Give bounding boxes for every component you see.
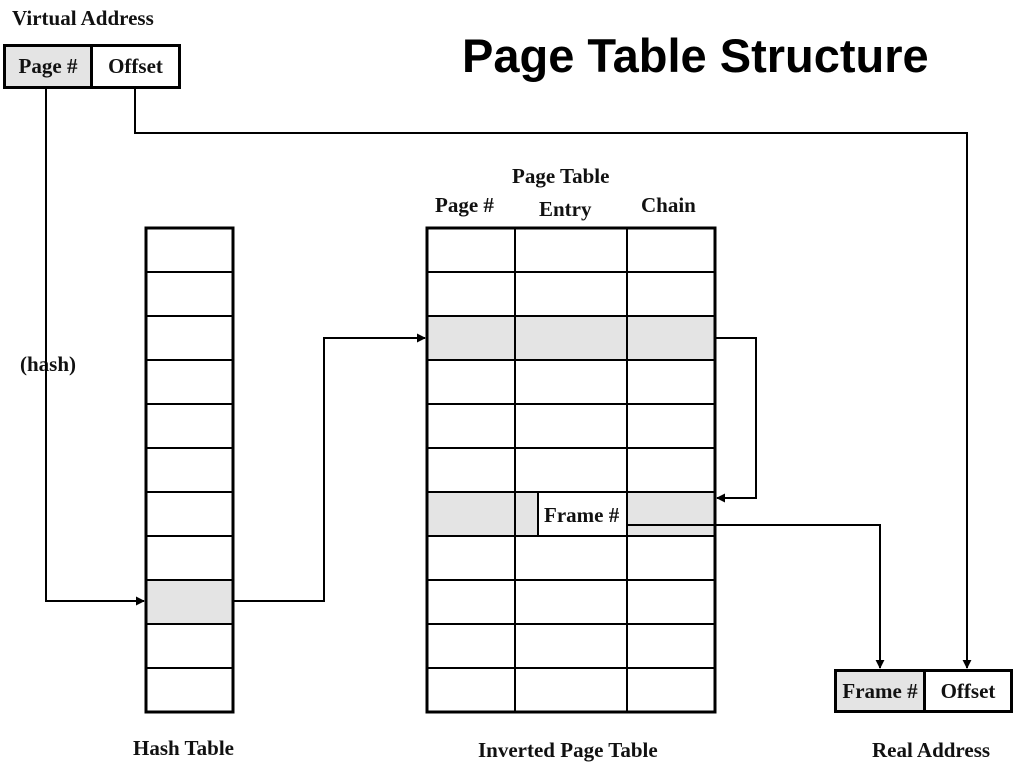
real-address-frame-field: Frame #: [834, 669, 926, 713]
hash-table: [144, 226, 235, 714]
frame-to-real-arrow: [628, 524, 885, 669]
virtual-address-page-field: Page #: [3, 44, 93, 89]
ipt-frame-number-label: Frame #: [544, 503, 620, 527]
chain-arrow: [715, 337, 757, 503]
real-address-offset-field: Offset: [923, 669, 1013, 713]
ipt-border: [425, 226, 717, 714]
inverted-page-table: [425, 226, 717, 714]
hash-table-label: Hash Table: [133, 736, 234, 760]
ipt-col-page-header: Page #: [435, 193, 494, 217]
real-address-label: Real Address: [872, 738, 991, 762]
hash-to-ipt-arrow: [233, 333, 426, 602]
hash-function-label: (hash): [20, 352, 77, 377]
ipt-col-entry-header-line2: Entry: [539, 197, 592, 221]
hash-table-highlighted-slot: [146, 580, 233, 624]
ipt-col-chain-header: Chain: [641, 193, 696, 217]
virtual-address-offset-field: Offset: [90, 44, 181, 89]
ipt-col-entry-header-line1: Page Table: [512, 164, 610, 188]
offset-to-real-arrow: [134, 89, 972, 669]
inverted-page-table-label: Inverted Page Table: [478, 738, 658, 762]
hash-arrow: [45, 89, 145, 606]
hash-table-border: [144, 226, 235, 714]
virtual-address-label: Virtual Address: [12, 6, 154, 30]
page-title: Page Table Structure: [462, 29, 929, 82]
ipt-frame-number-cell: [537, 491, 628, 537]
ipt-highlighted-row-hash-target: [427, 316, 715, 360]
